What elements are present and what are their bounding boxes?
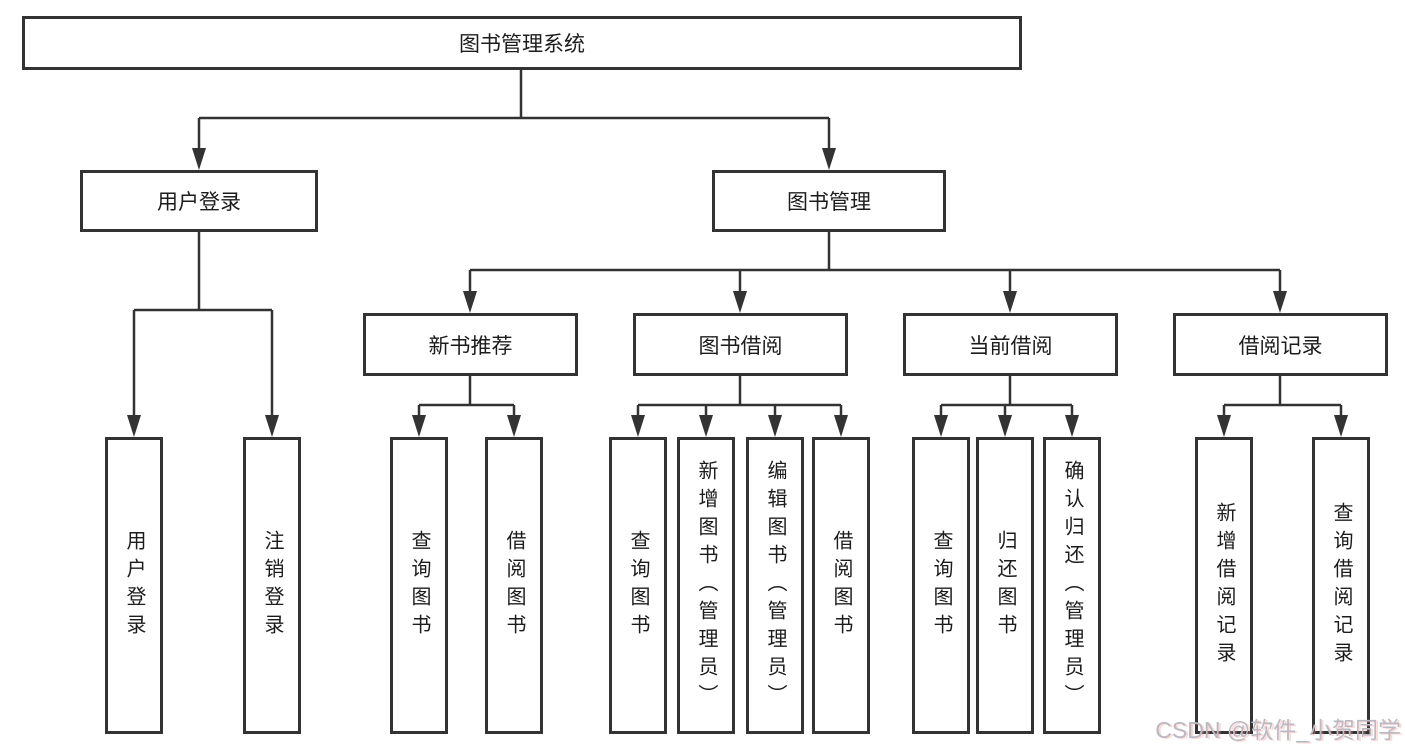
- leaf-edit-books-admin: 编辑图书（管理员）: [746, 437, 804, 734]
- node-book-borrowing: 图书借阅: [633, 313, 848, 376]
- leaf-borrow-books: 借阅图书: [812, 437, 870, 734]
- leaf-add-borrow-record: 新增借阅记录: [1195, 437, 1253, 734]
- node-label: 查询图书: [627, 529, 649, 642]
- node-label: 新增图书（管理员）: [695, 459, 717, 712]
- node-book-management-system: 图书管理系统: [22, 16, 1022, 70]
- node-current-borrowing: 当前借阅: [903, 313, 1118, 376]
- node-book-management: 图书管理: [712, 170, 946, 232]
- leaf-add-books-admin: 新增图书（管理员）: [677, 437, 735, 734]
- watermark: CSDN @软件_小贺同学: [1155, 717, 1401, 743]
- node-label: 查询借阅记录: [1330, 501, 1352, 670]
- node-label: 借阅图书: [503, 529, 525, 642]
- leaf-query-borrow-record: 查询借阅记录: [1312, 437, 1370, 734]
- node-label: 用户登录: [157, 191, 241, 214]
- node-borrowing-records: 借阅记录: [1173, 313, 1388, 376]
- node-label: 借阅图书: [830, 529, 852, 642]
- node-label: 编辑图书（管理员）: [764, 459, 786, 712]
- leaf-user-login: 用户登录: [105, 437, 163, 734]
- node-label: 注销登录: [261, 529, 283, 642]
- node-label: 新增借阅记录: [1213, 501, 1235, 670]
- leaf-confirm-return-admin: 确认归还（管理员）: [1043, 437, 1101, 734]
- node-label: 归还图书: [994, 529, 1016, 642]
- node-user-login: 用户登录: [80, 170, 318, 232]
- node-label: 图书借阅: [698, 334, 783, 358]
- node-label: 借阅记录: [1238, 334, 1323, 358]
- node-label: 确认归还（管理员）: [1061, 459, 1083, 712]
- leaf-query-books-recommend: 查询图书: [390, 437, 448, 734]
- leaf-query-books-current: 查询图书: [912, 437, 970, 734]
- leaf-borrow-books-recommend: 借阅图书: [485, 437, 543, 734]
- leaf-logout: 注销登录: [243, 437, 301, 734]
- node-new-book-recommend: 新书推荐: [363, 313, 578, 376]
- node-label: 查询图书: [930, 529, 952, 642]
- node-label: 图书管理: [787, 191, 871, 214]
- node-label: 查询图书: [408, 529, 430, 642]
- leaf-query-books-borrowing: 查询图书: [609, 437, 667, 734]
- node-label: 新书推荐: [428, 334, 513, 358]
- leaf-return-books: 归还图书: [976, 437, 1034, 734]
- node-label: 用户登录: [123, 529, 145, 642]
- node-label: 图书管理系统: [459, 33, 585, 56]
- node-label: 当前借阅: [968, 334, 1053, 358]
- arrowheads: [127, 148, 1348, 437]
